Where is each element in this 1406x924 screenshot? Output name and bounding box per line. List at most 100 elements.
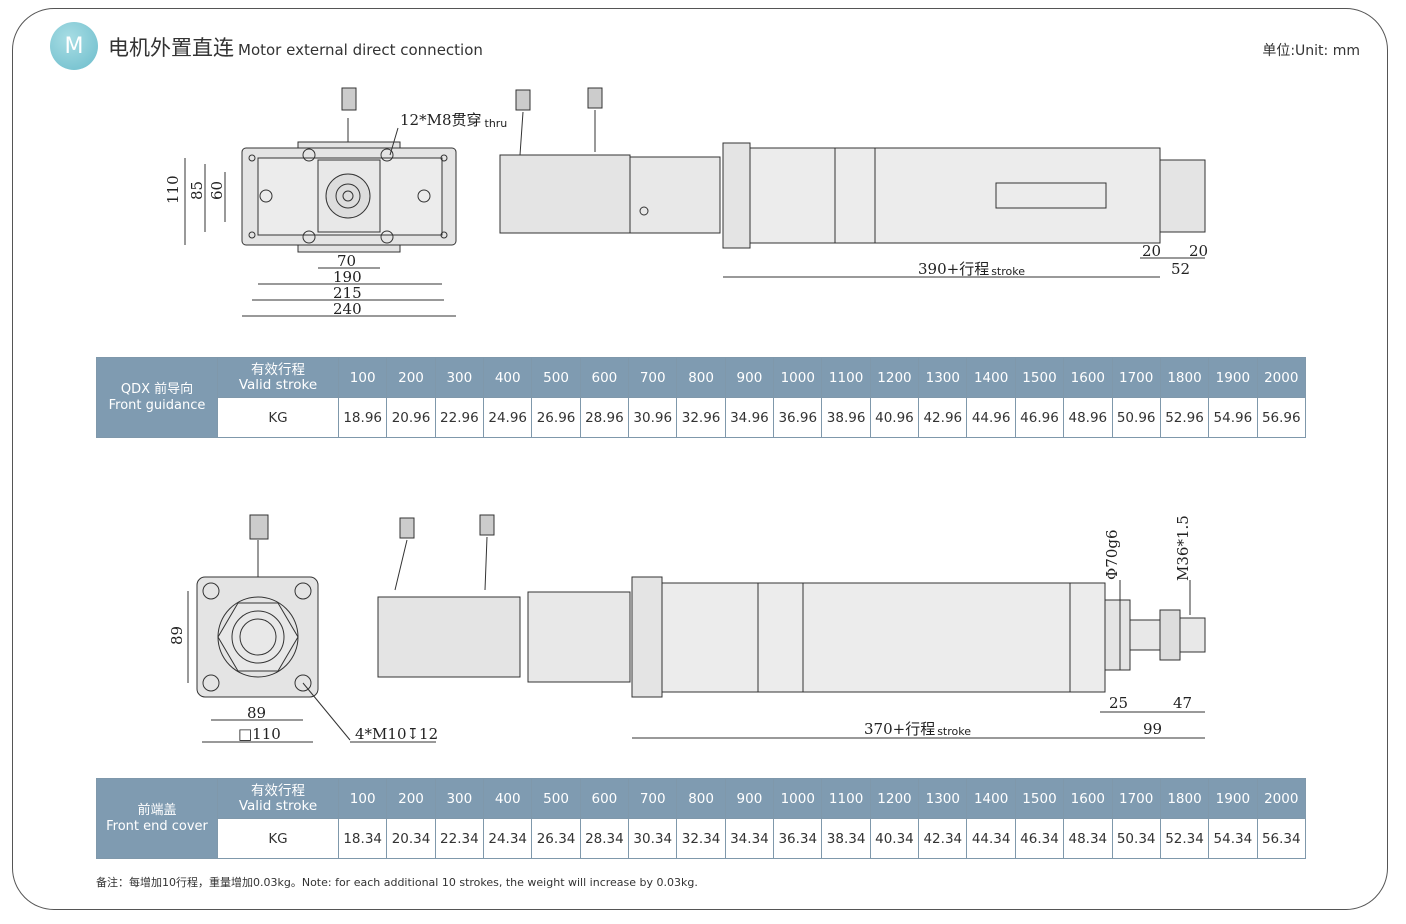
stroke-cell: 100 xyxy=(337,778,388,819)
stroke-cell: 1900 xyxy=(1208,357,1258,398)
weight-cell: 40.96 xyxy=(869,397,920,438)
stroke-cell: 500 xyxy=(531,357,581,398)
diameter-label: Φ70g6 xyxy=(1103,529,1121,580)
model-label-en: Front end cover xyxy=(106,818,208,834)
weight-cell: 40.34 xyxy=(869,818,920,859)
page-frame xyxy=(12,8,1388,910)
stroke-cell: 1700 xyxy=(1111,778,1161,819)
stroke-cell: 1500 xyxy=(1014,778,1065,819)
weight-cell: 22.34 xyxy=(434,818,485,859)
weight-cell: 34.34 xyxy=(724,818,775,859)
kg-label: KG xyxy=(217,818,339,859)
weight-cell: 32.34 xyxy=(676,818,726,859)
stroke-cell: 1000 xyxy=(773,357,823,398)
weight-cell: 30.34 xyxy=(628,818,678,859)
stroke-cell: 1700 xyxy=(1111,357,1161,398)
stroke-label-2-en: stroke xyxy=(937,725,971,738)
weight-cell: 56.34 xyxy=(1256,818,1307,859)
stroke-cell: 1900 xyxy=(1208,778,1258,819)
stroke-cell: 300 xyxy=(434,778,485,819)
weight-cell: 38.34 xyxy=(821,818,871,859)
weight-cell: 18.96 xyxy=(337,397,388,438)
weight-cell: 42.34 xyxy=(918,818,968,859)
weight-cell: 32.96 xyxy=(676,397,726,438)
stroke-cell: 900 xyxy=(724,778,775,819)
weight-cell: 20.34 xyxy=(386,818,436,859)
stroke-header-cn: 有效行程 xyxy=(251,782,305,799)
stroke-cell: 1100 xyxy=(821,357,871,398)
stroke-cell: 2000 xyxy=(1256,357,1307,398)
weight-cell: 42.96 xyxy=(918,397,968,438)
stroke-header-en: Valid stroke xyxy=(238,797,318,814)
stroke-cell: 400 xyxy=(483,357,533,398)
model-label-cn: 前端盖 xyxy=(137,802,177,818)
model-label-en: Front guidance xyxy=(108,397,206,413)
dim-215: 215 xyxy=(333,284,362,302)
stroke-cell: 600 xyxy=(579,357,630,398)
dim-89-vertical: 89 xyxy=(168,626,186,645)
dim-52: 52 xyxy=(1171,260,1190,278)
hole-note-2: 4*M10↧12 xyxy=(355,725,438,743)
dim-110-square: □110 xyxy=(238,725,281,743)
stroke-cell: 800 xyxy=(676,778,726,819)
weight-cell: 48.34 xyxy=(1063,818,1113,859)
weight-cell: 34.96 xyxy=(724,397,775,438)
dim-70: 70 xyxy=(337,252,356,270)
stroke-cell: 1300 xyxy=(918,357,968,398)
weight-cell: 46.96 xyxy=(1014,397,1065,438)
weight-cell: 46.34 xyxy=(1014,818,1065,859)
weight-cell: 20.96 xyxy=(386,397,436,438)
stroke-cell: 200 xyxy=(386,357,436,398)
weight-cell: 18.34 xyxy=(337,818,388,859)
weight-cell: 54.34 xyxy=(1208,818,1258,859)
footnote: 备注：每增加10行程，重量增加0.03kg。Note: for each add… xyxy=(96,876,698,889)
title-cn: 电机外置直连 xyxy=(108,36,234,60)
stroke-cell: 300 xyxy=(434,357,485,398)
stroke-header-cn: 有效行程 xyxy=(251,361,305,378)
dim-20a: 20 xyxy=(1142,242,1161,260)
weight-cell: 36.34 xyxy=(773,818,823,859)
section-badge: M xyxy=(50,22,98,70)
stroke-cell: 1600 xyxy=(1063,778,1113,819)
stroke-cell: 1400 xyxy=(966,778,1016,819)
stroke-cell: 1200 xyxy=(869,778,920,819)
unit-label: 单位:Unit: mm xyxy=(1262,43,1360,59)
stroke-cell: 700 xyxy=(628,357,678,398)
stroke-cell: 2000 xyxy=(1256,778,1307,819)
weight-cell: 30.96 xyxy=(628,397,678,438)
weight-cell: 36.96 xyxy=(773,397,823,438)
dim-99: 99 xyxy=(1143,720,1162,738)
stroke-cell: 1300 xyxy=(918,778,968,819)
stroke-cell: 500 xyxy=(531,778,581,819)
weight-cell: 48.96 xyxy=(1063,397,1113,438)
stroke-cell: 600 xyxy=(579,778,630,819)
stroke-cell: 1400 xyxy=(966,357,1016,398)
stroke-cell: 1600 xyxy=(1063,357,1113,398)
weight-cell: 26.96 xyxy=(531,397,581,438)
weight-cell: 44.34 xyxy=(966,818,1016,859)
weight-cell: 38.96 xyxy=(821,397,871,438)
weight-cell: 28.34 xyxy=(579,818,630,859)
dim-20b: 20 xyxy=(1189,242,1208,260)
stroke-cell: 800 xyxy=(676,357,726,398)
title-en: Motor external direct connection xyxy=(238,41,483,59)
dim-47: 47 xyxy=(1173,694,1192,712)
stroke-cell: 200 xyxy=(386,778,436,819)
stroke-cell: 400 xyxy=(483,778,533,819)
dim-60: 60 xyxy=(208,181,226,200)
